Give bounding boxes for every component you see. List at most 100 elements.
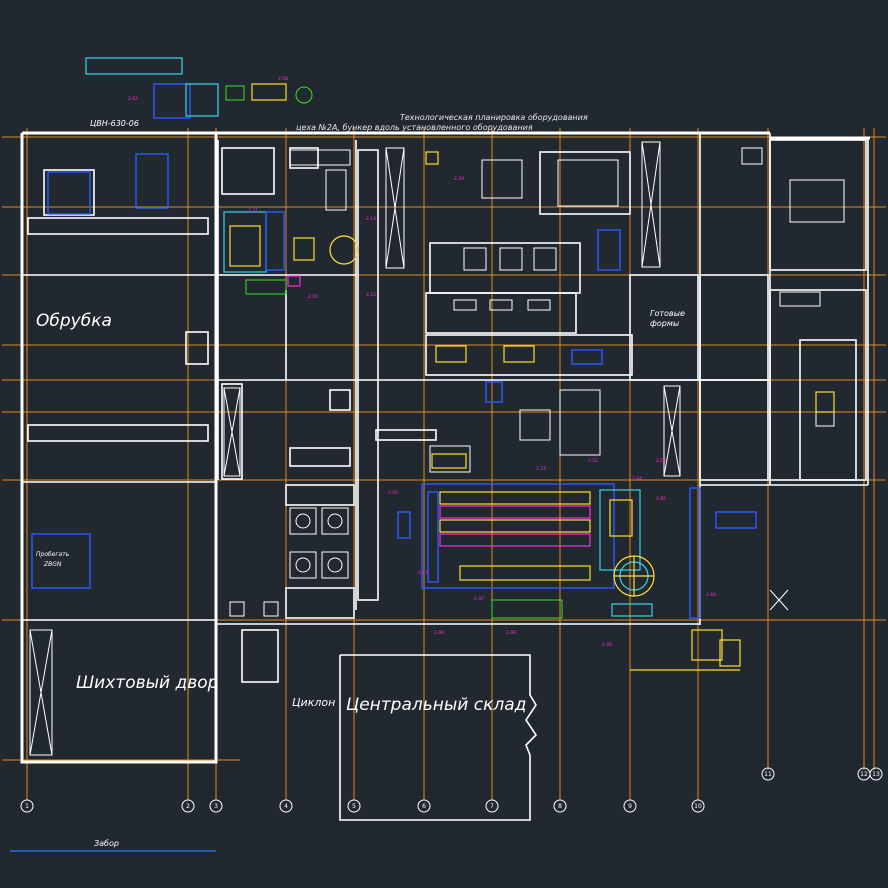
svg-text:2.64: 2.64 — [632, 476, 642, 482]
svg-text:2.43: 2.43 — [418, 570, 428, 576]
svg-text:2.58: 2.58 — [278, 76, 288, 82]
long-conveyor — [357, 149, 379, 601]
molding-line — [397, 483, 757, 619]
room-far-right-3 — [799, 339, 857, 481]
axis-label-9: 9 — [628, 803, 632, 810]
svg-text:2.31: 2.31 — [248, 208, 258, 214]
svg-text:2.46: 2.46 — [506, 630, 516, 636]
axis-bubble-13 — [869, 767, 883, 781]
svg-text:2.64: 2.64 — [706, 592, 716, 598]
axis-label-2: 2 — [186, 803, 190, 810]
axis-bubble-10 — [691, 799, 705, 813]
room-far-right-1 — [769, 139, 867, 271]
mixer-cluster — [223, 211, 359, 295]
dial-top — [295, 86, 313, 104]
mid-box-3 — [285, 484, 355, 506]
svg-text:2.10: 2.10 — [308, 294, 318, 300]
drawing-title-line2: цеха №2А, бункер вдоль установленного об… — [296, 123, 533, 132]
axis-bubbles: 1 2 3 4 5 6 7 8 9 10 11 12 13 — [20, 767, 883, 813]
pump-top — [251, 83, 287, 101]
room-right-3 — [699, 379, 769, 481]
cabinet-row-1 — [221, 383, 243, 480]
mid-box-1 — [289, 447, 351, 467]
axis-label-4: 4 — [284, 803, 288, 810]
room-label-probeg-1: Пробегать — [36, 551, 70, 558]
spec-box-top — [85, 57, 183, 75]
axis-label-1: 1 — [25, 803, 29, 810]
building-walls — [20, 131, 870, 821]
mid-box-4 — [285, 587, 355, 619]
probeg-box — [31, 533, 91, 589]
svg-text:2.47: 2.47 — [474, 596, 484, 602]
axis-bubble-8 — [553, 799, 567, 813]
header-equipment-tag: ЦВН-630-06 — [90, 119, 139, 128]
room-label-probeg-2: ZBGN — [43, 561, 62, 568]
mid-box-2 — [329, 389, 351, 411]
fan-frame-top — [185, 83, 219, 117]
axis-label-12: 12 — [860, 771, 868, 778]
axis-label-3: 3 — [214, 803, 218, 810]
axis-label-11: 11 — [764, 771, 772, 778]
room-top-center-1 — [429, 242, 581, 294]
svg-text:2.15: 2.15 — [366, 292, 376, 298]
room-label-obrubka: Обрубка — [36, 311, 112, 331]
flask-molds — [431, 345, 835, 469]
svg-text:2.49: 2.49 — [602, 642, 612, 648]
fence-label: Забор — [94, 839, 119, 848]
axis-bubble-11 — [761, 767, 775, 781]
axis-label-8: 8 — [558, 803, 562, 810]
molds-grid — [289, 149, 619, 473]
svg-text:2.64: 2.64 — [656, 458, 666, 464]
room-label-gotovye-2: формы — [650, 319, 679, 328]
room-far-right-2 — [769, 289, 867, 481]
room-right-2 — [699, 274, 769, 381]
room-label-tsiklon: Циклон — [292, 696, 335, 709]
room-label-gotovye-1: Готовые — [650, 309, 685, 318]
equipment-layer: 2.62 2.58 2.31 2.14 2.10 2.15 2.39 2.50 … — [31, 57, 835, 671]
svg-text:2.40: 2.40 — [434, 630, 444, 636]
fan-unit-top — [153, 83, 191, 119]
axis-bubble-3 — [209, 799, 223, 813]
axis-bubble-6 — [417, 799, 431, 813]
crane-rail-2 — [27, 424, 209, 442]
outer-wall-west-block — [20, 131, 218, 764]
axis-bubble-4 — [279, 799, 293, 813]
axis-bubble-9 — [623, 799, 637, 813]
drawing-title-line1: Технологическая планировка оборудования — [400, 113, 588, 122]
room-top-center-3 — [425, 334, 633, 376]
svg-text:2.39: 2.39 — [454, 176, 464, 182]
mid-room-a — [221, 147, 275, 195]
axis-bubble-2 — [181, 799, 195, 813]
svg-text:2.74: 2.74 — [536, 466, 546, 472]
blast-unit-1 — [47, 171, 91, 215]
room-label-tsentralny-sklad: Центральный склад — [346, 695, 526, 715]
right-unit-2 — [571, 349, 603, 365]
svg-text:2.62: 2.62 — [128, 96, 138, 102]
room-top-center-2 — [425, 292, 577, 334]
svg-text:2.52: 2.52 — [588, 458, 598, 464]
dust-collector — [630, 629, 741, 671]
right-unit-3 — [485, 381, 503, 403]
axis-bubble-7 — [485, 799, 499, 813]
shot-blast-west — [135, 153, 169, 209]
motor-box-top — [225, 85, 245, 101]
room-right-1 — [629, 274, 699, 381]
axis-label-7: 7 — [490, 803, 494, 810]
axis-label-13: 13 — [872, 771, 880, 778]
axis-bubble-5 — [347, 799, 361, 813]
right-unit-1 — [597, 229, 621, 271]
stair-details — [741, 147, 845, 427]
axis-label-10: 10 — [694, 803, 702, 810]
text-labels: Технологическая планировка оборудования … — [36, 113, 685, 848]
axis-label-6: 6 — [422, 803, 426, 810]
axis-bubble-1 — [20, 799, 34, 813]
west-room-box-1 — [43, 169, 95, 216]
svg-text:2.65: 2.65 — [656, 496, 666, 502]
leader-tags: 2.62 2.58 2.31 2.14 2.10 2.15 2.39 2.50 … — [128, 76, 716, 648]
svg-text:2.14: 2.14 — [366, 216, 376, 222]
conveyor-branch — [375, 429, 437, 441]
cyclone-box — [241, 629, 279, 683]
west-room-box-2 — [185, 331, 209, 365]
crane-rail-1 — [27, 217, 209, 235]
